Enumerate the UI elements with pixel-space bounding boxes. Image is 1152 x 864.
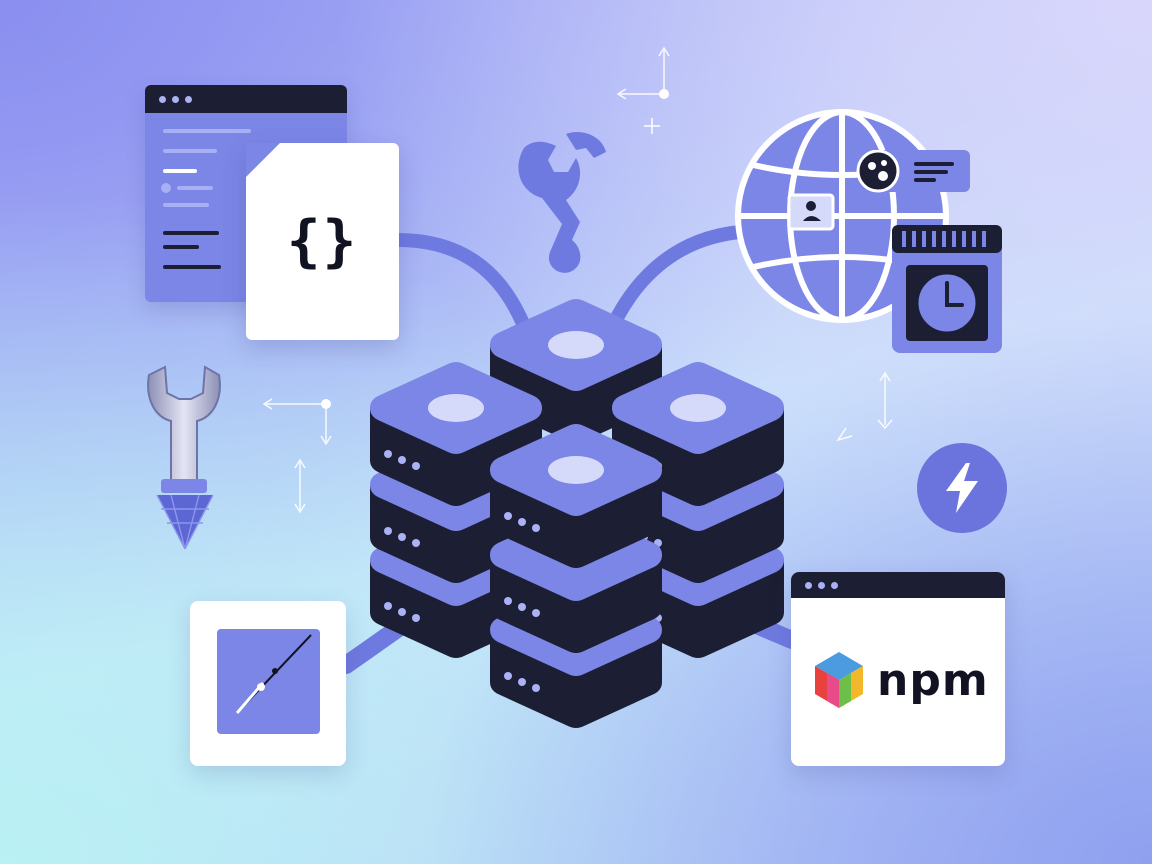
pen-tool-icon (217, 629, 320, 734)
wrench-tool-icon (147, 365, 221, 550)
pen-tool-card (190, 601, 346, 766)
hexagon-cube-icon (815, 652, 863, 708)
window-dot (805, 581, 812, 589)
code-braces-icon: {} (246, 143, 399, 340)
window-dot (818, 581, 825, 589)
window-dot (185, 95, 192, 103)
browser-titlebar (145, 85, 347, 113)
calendar-clock-icon (892, 225, 1002, 353)
npm-package-card: npm (791, 572, 1005, 766)
page-fold (246, 143, 280, 177)
arrow-decor-top (616, 46, 670, 100)
window-dot (159, 95, 166, 103)
npm-label: npm (877, 654, 989, 706)
wrench-icon (518, 132, 606, 273)
npm-titlebar (791, 572, 1005, 598)
arrow-decor-left (262, 398, 332, 514)
window-dot (831, 581, 838, 589)
arrow-decor-right (836, 371, 893, 442)
location-badge-icon (856, 150, 970, 193)
lightning-bolt-icon (917, 443, 1007, 533)
code-braces-symbol: {} (286, 209, 359, 274)
window-dot (172, 95, 179, 103)
npm-logo-icon: npm (813, 652, 989, 708)
